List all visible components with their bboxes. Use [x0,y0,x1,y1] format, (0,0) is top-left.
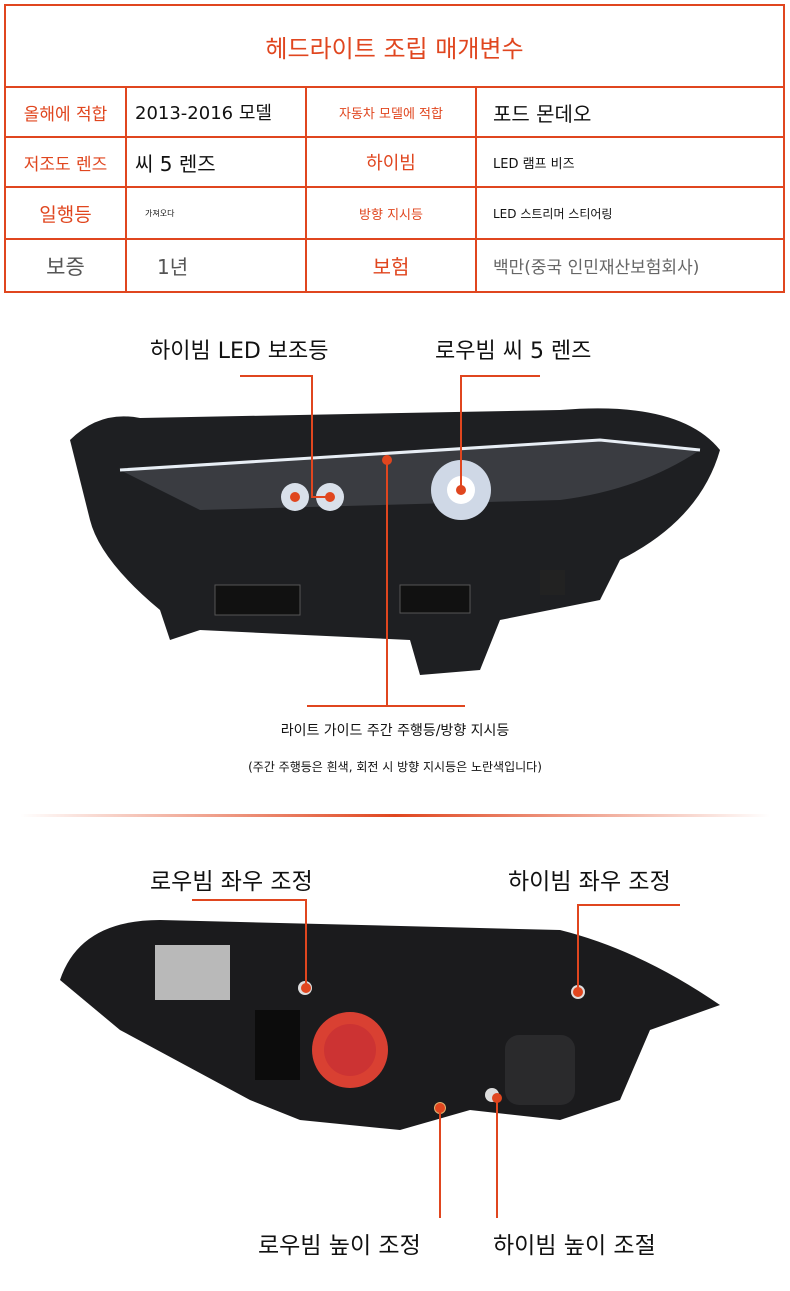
label-low-beam-lr: 로우빔 좌우 조정 [150,869,313,895]
label-high-beam-lr: 하이빔 좌우 조정 [508,869,671,895]
spec-value: 백만(중국 인민재산보험회사) [493,258,700,278]
spec-value: 2013-2016 모델 [127,88,307,136]
spec-value: 씨 5 렌즈 [127,138,307,186]
table-row: 저조도 렌즈 씨 5 렌즈 하이빔 LED 램프 비즈 [6,138,783,188]
spec-value: 1년 [127,240,307,291]
spec-table: 헤드라이트 조립 매개변수 올해에 적합 2013-2016 모델 자동차 모델… [4,4,785,293]
spec-key: 방향 지시등 [307,188,477,238]
spec-value: 포드 몬데오 [493,101,592,126]
spec-key: 보증 [6,240,127,291]
headlight-front-image [70,408,720,675]
spec-key: 하이빔 [307,138,477,186]
table-row: 보증 1년 보험 백만(중국 인민재산보험회사) [6,240,783,291]
spec-value: LED 스트리머 스티어링 [493,206,613,221]
label-low-beam-height: 로우빔 높이 조정 [258,1233,421,1259]
caption-note: (주간 주행등은 흰색, 회전 시 방향 지시등은 노란색입니다) [248,760,542,774]
table-row: 일행등 가져오다 방향 지시등 LED 스트리머 스티어링 [6,188,783,240]
spec-key: 보험 [307,240,477,291]
label-high-beam-led: 하이빔 LED 보조등 [150,339,329,364]
spec-value: LED 램프 비즈 [493,156,575,172]
label-low-beam-lens: 로우빔 씨 5 렌즈 [435,339,592,364]
spec-table-title: 헤드라이트 조립 매개변수 [6,6,783,88]
table-row: 올해에 적합 2013-2016 모델 자동차 모델에 적합 포드 몬데오 [6,88,783,138]
spec-value: 가져오다 [127,188,307,238]
callout-lines [240,375,540,707]
divider [20,814,770,817]
spec-key: 자동차 모델에 적합 [307,88,477,136]
spec-key: 저조도 렌즈 [6,138,127,186]
spec-key: 일행등 [6,188,127,238]
callout-lines-rear [192,899,680,1218]
headlight-rear-image [60,920,720,1130]
label-high-beam-height: 하이빔 높이 조절 [493,1233,656,1259]
caption-drl: 라이트 가이드 주간 주행등/방향 지시등 [280,723,510,739]
spec-key: 올해에 적합 [6,88,127,136]
